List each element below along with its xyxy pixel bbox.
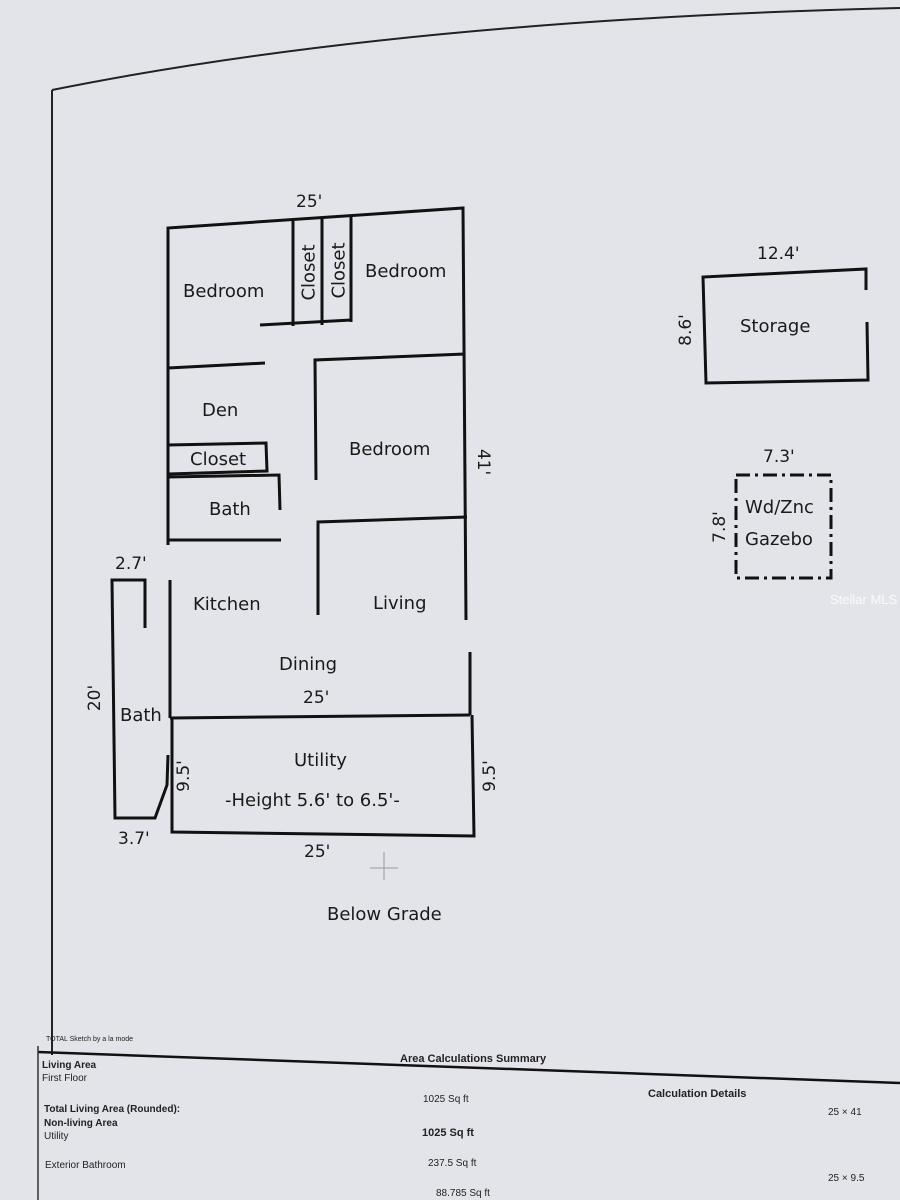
room-label-bath-ext: Bath [120,705,162,726]
gazebo-width: 7.3' [763,447,795,467]
room-label-bedroom-nw: Bedroom [183,281,265,302]
exterior-bath-label: Exterior Bathroom [45,1160,126,1171]
total-living-label: Total Living Area (Rounded): [44,1104,181,1115]
plan-caption: Below Grade [327,904,442,925]
first-floor-label: First Floor [42,1073,87,1084]
calc-details-heading: Calculation Details [648,1088,747,1100]
calc-utility: 25 × 9.5 [828,1173,865,1184]
room-label-living: Living [373,593,427,614]
living-area-heading: Living Area [42,1060,97,1071]
software-credit: TOTAL Sketch by a la mode [46,1036,134,1043]
storage-label: Storage [740,316,811,337]
room-label-den: Den [202,400,239,421]
room-label-utility: Utility [294,750,347,771]
storage-height: 8.6' [675,314,696,346]
room-label-dining: Dining [279,654,338,675]
area-summary-title: Area Calculations Summary [400,1053,547,1065]
gazebo-height: 7.8' [709,511,730,543]
total-living-value: 1025 Sq ft [422,1127,474,1139]
room-label-bedroom-mid: Bedroom [349,439,431,460]
dim-utility-right: 9.5' [479,760,500,792]
dim-bath-top: 2.7' [115,554,147,574]
first-floor-value: 1025 Sq ft [423,1094,469,1105]
utility-label: Utility [44,1131,69,1142]
room-label-closet-den: Closet [190,449,247,470]
gazebo-label-line1: Wd/Znc [745,497,814,518]
room-label-closet-1: Closet [298,244,320,301]
dim-bath-height: 20' [85,684,106,712]
dim-bottom-width: 25' [304,842,331,862]
room-label-bath-inner: Bath [209,499,251,520]
watermark: Stellar MLS [830,592,898,607]
dim-dining-width: 25' [303,688,330,708]
dim-bath-bottom: 3.7' [118,829,150,849]
storage-width: 12.4' [757,244,800,264]
exterior-bath-value: 88.785 Sq ft [436,1188,490,1199]
dim-right-height: 41' [473,448,494,476]
room-label-kitchen: Kitchen [193,594,261,615]
room-label-bedroom-ne: Bedroom [365,261,447,282]
dim-top-width: 25' [296,192,323,212]
non-living-heading: Non-living Area [44,1118,118,1129]
dim-utility-left: 9.5' [173,760,194,792]
calc-first-floor: 25 × 41 [828,1107,862,1118]
gazebo-label-line2: Gazebo [745,529,813,550]
room-label-closet-2: Closet [328,242,350,299]
utility-height-note: -Height 5.6' to 6.5'- [225,790,400,811]
utility-area-value: 237.5 Sq ft [428,1158,477,1169]
